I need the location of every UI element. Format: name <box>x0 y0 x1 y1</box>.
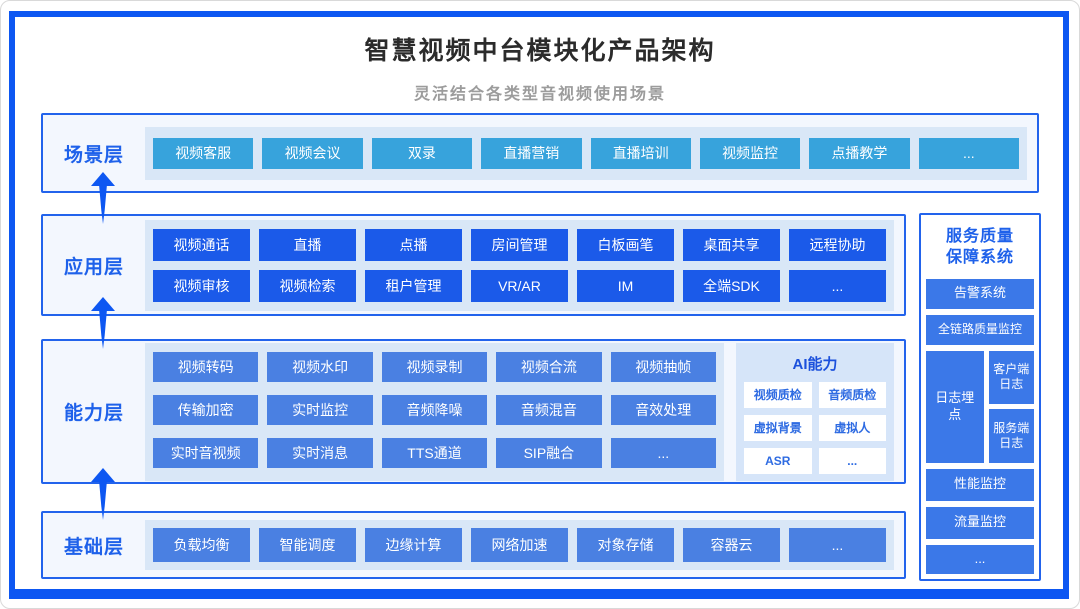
ai-capability-box: AI能力 视频质检 音频质检 虚拟背景 虚拟人 ASR ... <box>736 342 894 481</box>
capability-item: 视频抽帧 <box>610 351 716 382</box>
app-layer-label: 应用层 <box>63 256 124 278</box>
app-item: 远程协助 <box>789 228 886 261</box>
base-layer-row: 基础层 负载均衡 智能调度 边缘计算 网络加速 对象存储 容器云 ... <box>41 511 906 579</box>
capability-item: 视频合流 <box>496 351 602 382</box>
scene-layer-label: 场景层 <box>63 144 124 166</box>
ai-item: 视频质检 <box>744 381 812 408</box>
quality-assurance-column: 服务质量 保障系统 告警系统 全链路质量监控 日志埋点 客户端日志 服务端日志 … <box>919 213 1041 581</box>
app-item: 视频审核 <box>153 269 250 302</box>
base-layer-label: 基础层 <box>63 536 124 558</box>
base-item: 负载均衡 <box>153 528 250 562</box>
page-subtitle: 灵活结合各类型音视频使用场景 <box>413 86 666 103</box>
app-item: 直播 <box>259 228 356 261</box>
app-item: 视频检索 <box>259 269 356 302</box>
capability-item: TTS通道 <box>381 437 488 468</box>
header: 智慧视频中台模块化产品架构 灵活结合各类型音视频使用场景 <box>1 1 1079 104</box>
log-right-stack: 客户端日志 服务端日志 <box>988 350 1034 463</box>
scene-item: 视频客服 <box>153 137 254 169</box>
app-item: 房间管理 <box>471 228 568 261</box>
capability-item: 传输加密 <box>153 394 259 425</box>
base-layer-tray: 负载均衡 智能调度 边缘计算 网络加速 对象存储 容器云 ... <box>145 520 894 570</box>
capability-item: 实时消息 <box>267 437 373 468</box>
base-item: 容器云 <box>683 528 780 562</box>
base-item-more: ... <box>789 528 886 562</box>
app-item: 全端SDK <box>683 269 780 302</box>
app-item: 桌面共享 <box>683 228 780 261</box>
app-item: IM <box>577 269 674 302</box>
scene-layer-row: 场景层 视频客服 视频会议 双录 直播营销 直播培训 视频监控 点播教学 ... <box>41 113 1039 193</box>
ai-item: 音频质检 <box>818 381 886 408</box>
capability-layer-tray: 视频转码 视频水印 视频录制 视频合流 视频抽帧 传输加密 实时监控 音频降噪 … <box>145 342 724 481</box>
scene-layer-tray: 视频客服 视频会议 双录 直播营销 直播培训 视频监控 点播教学 ... <box>145 126 1027 180</box>
quality-item-performance: 性能监控 <box>926 468 1034 501</box>
app-item: 白板画笔 <box>577 228 674 261</box>
ai-item-more: ... <box>818 447 886 474</box>
capability-item: 音频混音 <box>496 394 602 425</box>
quality-title-line2: 保障系统 <box>945 248 1014 266</box>
capability-layer-row: 能力层 视频转码 视频水印 视频录制 视频合流 视频抽帧 传输加密 实时监控 音… <box>41 339 906 484</box>
capability-item-more: ... <box>610 437 716 468</box>
capability-item: 音效处理 <box>610 394 716 425</box>
base-item: 网络加速 <box>471 528 568 562</box>
scene-item: 直播营销 <box>481 137 582 169</box>
ai-capability-grid: 视频质检 音频质检 虚拟背景 虚拟人 ASR ... <box>744 381 886 474</box>
ai-capability-title: AI能力 <box>792 355 838 373</box>
capability-layer-content: 视频转码 视频水印 视频录制 视频合流 视频抽帧 传输加密 实时监控 音频降噪 … <box>145 342 894 481</box>
app-item-more: ... <box>789 269 886 302</box>
app-item: VR/AR <box>471 269 568 302</box>
quality-item-client-log: 客户端日志 <box>988 350 1034 405</box>
base-item: 边缘计算 <box>365 528 462 562</box>
scene-item: 双录 <box>371 137 473 169</box>
quality-item-alarm: 告警系统 <box>926 278 1034 309</box>
quality-title-line1: 服务质量 <box>945 228 1014 245</box>
capability-item: 实时音视频 <box>153 437 259 468</box>
base-item: 对象存储 <box>577 528 674 562</box>
capability-item: 视频转码 <box>153 351 259 382</box>
capability-item: 视频录制 <box>381 351 488 382</box>
scene-item: 直播培训 <box>590 137 691 169</box>
capability-item: 视频水印 <box>267 351 373 382</box>
quality-item-full-link: 全链路质量监控 <box>926 314 1034 345</box>
log-group: 日志埋点 客户端日志 服务端日志 <box>926 350 1034 463</box>
capability-item: 音频降噪 <box>381 394 488 425</box>
ai-item: ASR <box>744 447 812 474</box>
quality-assurance-title: 服务质量 保障系统 <box>926 227 1034 269</box>
scene-item-more: ... <box>918 137 1019 169</box>
app-item: 租户管理 <box>365 269 462 302</box>
quality-item-traffic: 流量监控 <box>926 506 1034 539</box>
capability-item: SIP融合 <box>496 437 602 468</box>
capability-layer-label: 能力层 <box>63 403 124 424</box>
ai-item: 虚拟背景 <box>744 414 812 441</box>
app-layer-tray: 视频通话 直播 点播 房间管理 白板画笔 桌面共享 远程协助 视频审核 视频检索… <box>145 219 894 311</box>
app-item: 点播 <box>365 228 462 261</box>
app-item: 视频通话 <box>153 228 250 261</box>
scene-item: 视频会议 <box>262 137 363 169</box>
base-item: 智能调度 <box>259 528 356 562</box>
scene-item: 视频监控 <box>699 137 801 169</box>
page-title: 智慧视频中台模块化产品架构 <box>364 37 716 65</box>
quality-item-more: ... <box>926 544 1034 574</box>
ai-item: 虚拟人 <box>818 414 886 441</box>
quality-item-server-log: 服务端日志 <box>988 409 1034 463</box>
scene-item: 点播教学 <box>809 137 910 169</box>
app-layer-row: 应用层 视频通话 直播 点播 房间管理 白板画笔 桌面共享 远程协助 视频审核 … <box>41 214 906 316</box>
capability-item: 实时监控 <box>267 394 373 425</box>
quality-item-log-point: 日志埋点 <box>926 350 984 463</box>
